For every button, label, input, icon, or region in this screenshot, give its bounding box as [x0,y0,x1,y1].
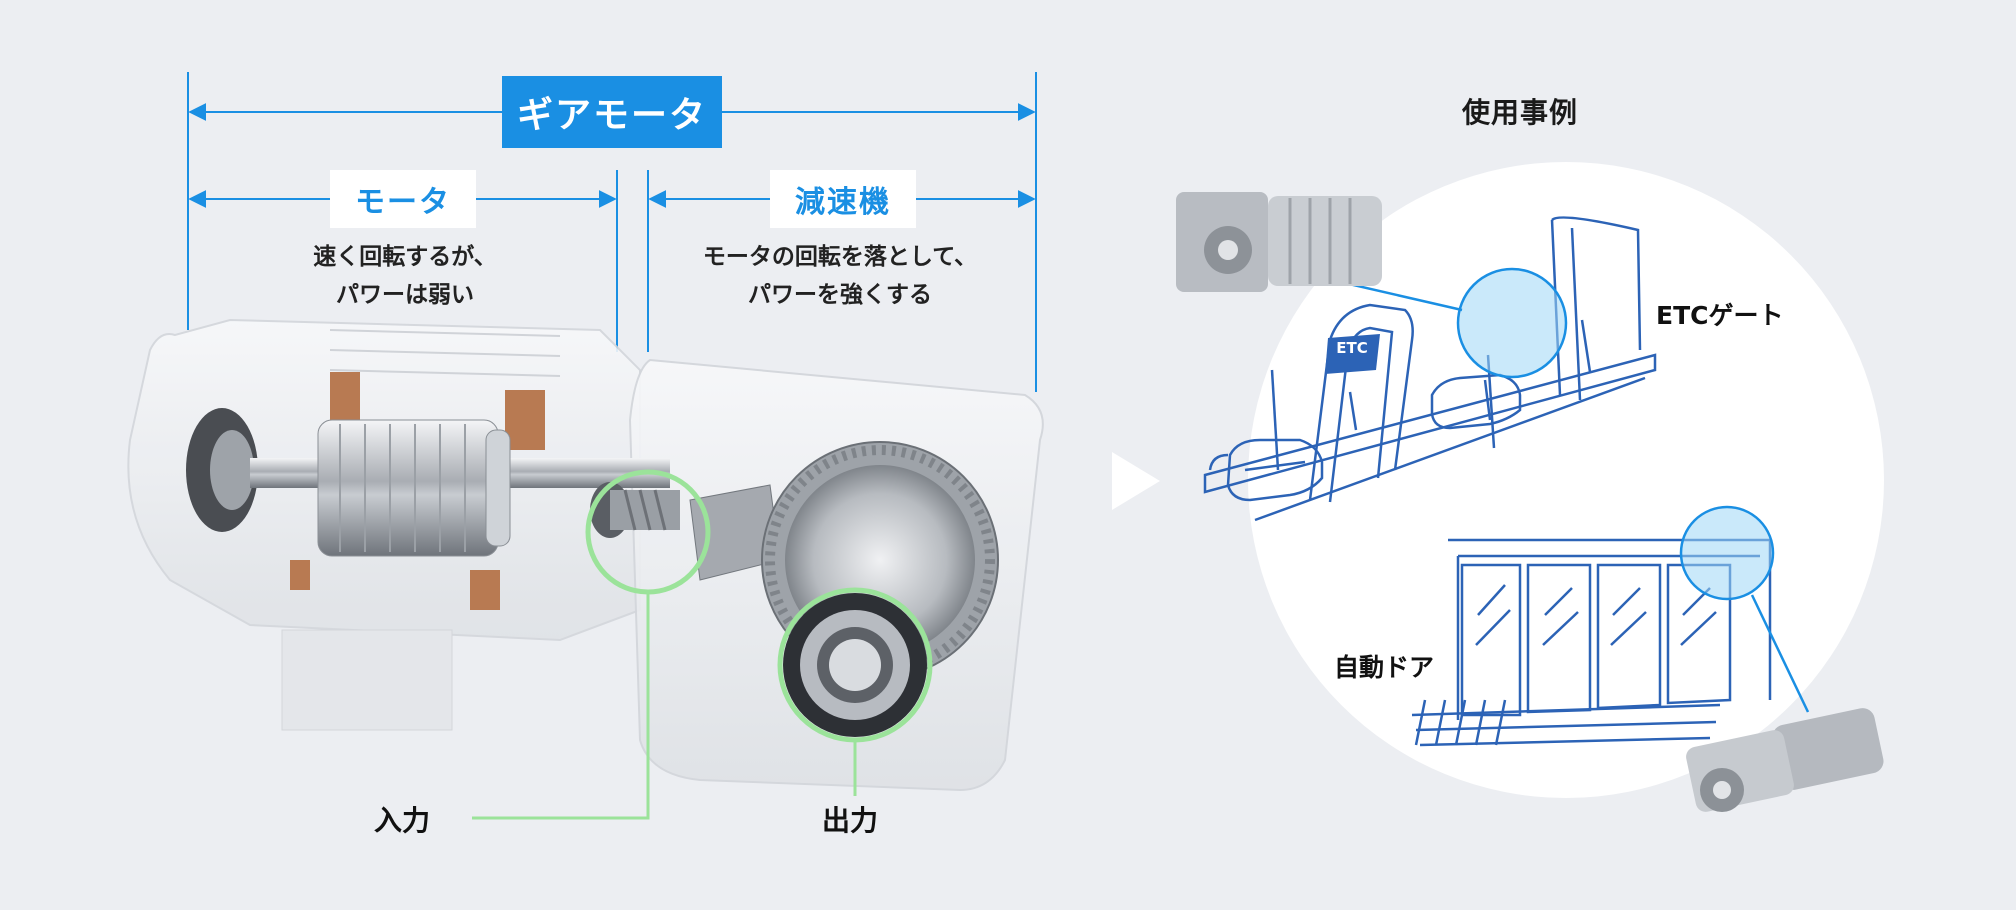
gearmotor-label: ギアモータ [502,76,722,148]
etc-highlight-circle [1456,267,1568,379]
input-leader-line [472,592,650,820]
etc-gearmotor-image [1176,192,1382,292]
reducer-label: 減速機 [770,170,916,228]
door-highlight-circle [1679,505,1775,601]
etc-sign [1325,334,1380,374]
copper-windings [290,372,545,610]
motor-label: モータ [330,170,476,228]
motor-foot [281,629,453,731]
door-motor-image [1686,708,1884,812]
etc-sign-text: ETC [1336,339,1368,357]
motor-desc-line-2: パワーは弱い [336,282,474,308]
output-label: 出力 [822,804,879,837]
usecase-title: 使用事例 [1462,96,1579,129]
motor-desc-line-1: 速く回転するが、 [313,244,497,270]
reducer-desc-line-1: モータの回転を落として、 [702,244,978,270]
reducer-description: モータの回転を落として、 パワーを強くする [660,238,1020,314]
door-leader-line [1750,594,1810,713]
motor-description: 速く回転するが、 パワーは弱い [260,238,550,314]
usecase-circle [1248,162,1884,798]
reducer-desc-line-2: パワーを強くする [748,282,932,308]
etc-gate-label: ETCゲート [1656,301,1784,330]
input-label: 入力 [374,804,431,837]
play-arrow-icon [1112,452,1160,510]
automatic-door-label: 自動ドア [1334,653,1435,682]
